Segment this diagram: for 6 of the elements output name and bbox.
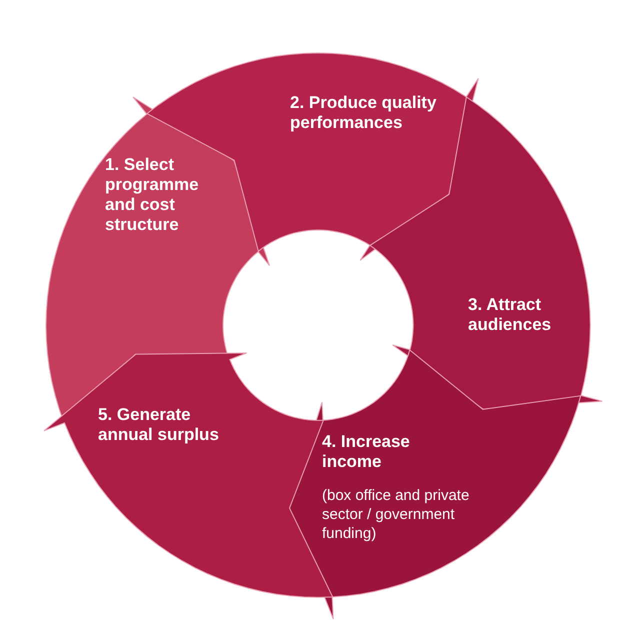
step-heading: 3. Attract audiences	[468, 294, 552, 335]
step-heading: 1. Select programme and cost structure	[105, 154, 200, 235]
step-note: (box office and private sector / government funding)	[322, 486, 470, 543]
step-heading: 4. Increase income	[322, 432, 411, 472]
step-heading: 5. Generate annual surplus	[98, 404, 220, 445]
step-heading: 2. Produce quality performances	[290, 93, 438, 133]
